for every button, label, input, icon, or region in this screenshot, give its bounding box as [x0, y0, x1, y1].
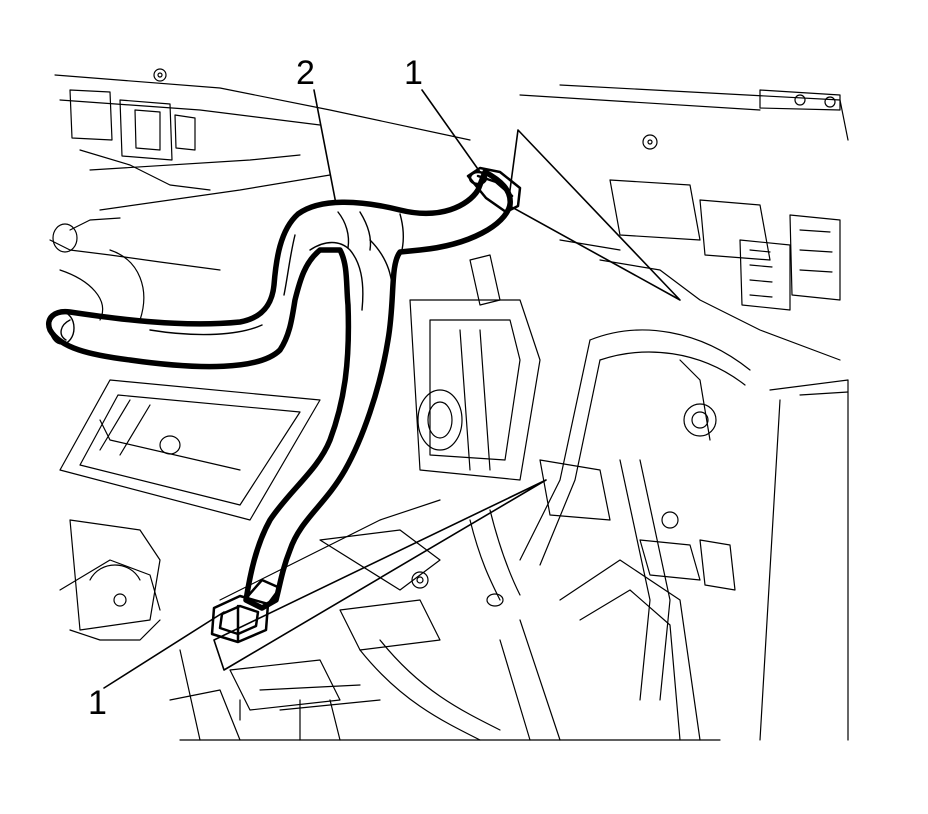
callout-label-hose: 2	[296, 54, 315, 92]
callout-label-clamp-upper: 1	[404, 54, 423, 92]
wedge-top	[507, 129, 681, 301]
hose-outline-outer	[46, 169, 513, 611]
detail-view-wedges	[213, 129, 681, 671]
callout-label-clamp-lower: 1	[88, 684, 107, 722]
leader-line-1-bottom	[103, 611, 225, 689]
radiator-inlet-hose	[46, 166, 522, 644]
engine-bay-background	[49, 68, 849, 741]
leader-line-1-top	[421, 89, 481, 173]
wedge-bottom	[213, 479, 547, 671]
upper-hose-clamp	[466, 166, 522, 214]
lower-hose-clamp	[210, 578, 282, 644]
leader-line-2	[313, 89, 337, 205]
leader-lines	[103, 89, 481, 689]
